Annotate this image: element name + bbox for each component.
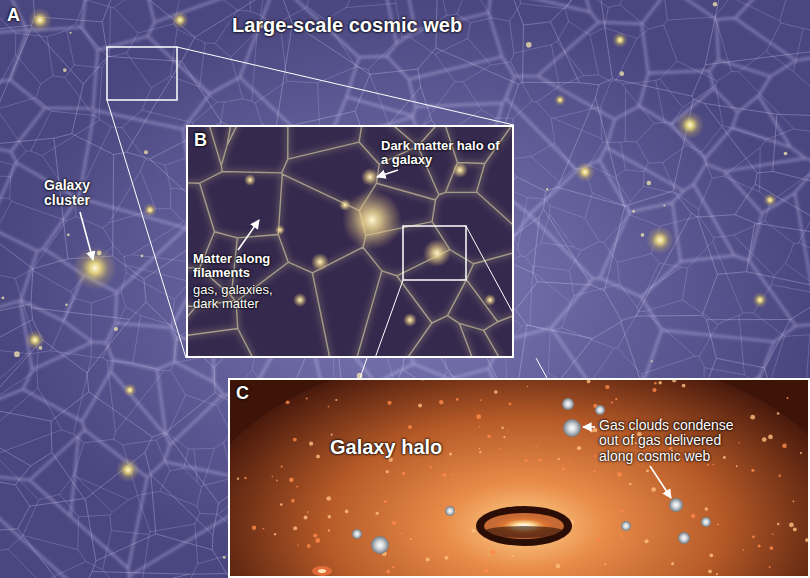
region-label: Galaxy halo [330, 436, 490, 458]
panel-letter: B [194, 131, 207, 151]
panel-letter: C [236, 384, 249, 404]
callout-label: Dark matter halo of a galaxy [381, 139, 505, 168]
callout-note: gas, galaxies, dark matter [193, 283, 293, 312]
panel-b: B [186, 125, 514, 358]
callout-label: Gas clouds condense out of gas delivered… [599, 418, 749, 464]
leader-line [583, 426, 595, 428]
leader-line [650, 466, 671, 498]
panel-c: C [228, 378, 810, 578]
callout-label: Matter along filaments [193, 252, 305, 281]
leader-line [80, 212, 93, 260]
panel-letter: A [7, 6, 20, 26]
leader-line [377, 170, 398, 177]
leader-line [238, 220, 259, 250]
panel-title: Large-scale cosmic web [232, 14, 462, 36]
callout-label: Galaxy cluster [44, 178, 106, 209]
